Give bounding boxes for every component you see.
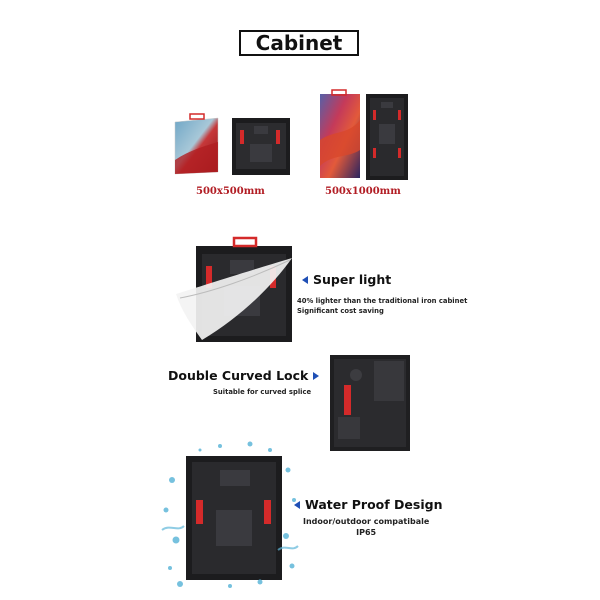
water-proof-description: Indoor/outdoor compatibale IP65 — [303, 517, 430, 537]
pointer-left-icon — [302, 275, 308, 284]
size-label-500x500: 500x500mm — [196, 186, 265, 197]
cabinet-super-light-photo — [176, 236, 292, 342]
water-proof-title: Water Proof Design — [294, 497, 442, 512]
cabinet-500x500-front — [174, 113, 219, 175]
pointer-right-icon — [313, 371, 320, 380]
cabinet-water-proof-photo — [161, 441, 299, 588]
super-light-title: Super light — [302, 272, 391, 287]
curved-lock-title: Double Curved Lock — [168, 368, 320, 383]
cabinet-500x1000-front — [320, 89, 360, 178]
super-light-description: 40% lighter than the traditional iron ca… — [297, 297, 468, 315]
cabinet-500x1000-back — [366, 94, 408, 180]
product-photos-top — [174, 89, 408, 180]
size-label-500x1000: 500x1000mm — [325, 186, 401, 197]
cabinet-500x500-back — [232, 118, 290, 175]
pointer-left-icon — [294, 500, 300, 509]
curved-lock-photo — [330, 355, 410, 451]
page-title: Cabinet — [239, 30, 359, 56]
curved-lock-description: Suitable for curved splice — [213, 388, 312, 396]
